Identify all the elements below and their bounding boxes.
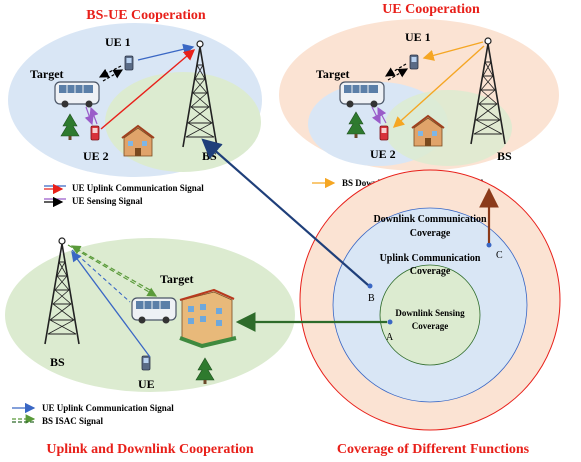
- phone-icon: [90, 125, 100, 141]
- downlink-arrow: [392, 45, 485, 128]
- label-ue: UE: [138, 377, 155, 391]
- outer-label-line1: Downlink Communication: [373, 214, 487, 225]
- inner-label-line2: Coverage: [412, 321, 448, 331]
- downlink-arrow: [422, 41, 484, 61]
- panel-ue-cooperation: UE Cooperation Target UE 1 UE 2 BS BS Do…: [279, 2, 559, 189]
- point-b-label: B: [368, 293, 375, 304]
- sensing-arrow: [102, 69, 124, 82]
- sensing-arrow: [387, 68, 409, 81]
- outer-label-line2: Coverage: [410, 228, 451, 239]
- label-bs: BS: [50, 355, 65, 369]
- inner-label-line1: Downlink Sensing: [395, 308, 465, 318]
- label-target: Target: [160, 272, 194, 286]
- title-ue-cooperation: UE Cooperation: [382, 2, 480, 17]
- sensing-arrow: [384, 63, 407, 77]
- sensing-arrow: [84, 106, 94, 126]
- bus-icon: [54, 81, 100, 109]
- label-ue2: UE 2: [83, 149, 109, 163]
- label-ue2: UE 2: [370, 147, 396, 161]
- label-ue1: UE 1: [105, 35, 131, 49]
- phone-icon: [141, 355, 151, 371]
- uplink-dashed-line: [71, 249, 131, 303]
- legend-uplink-text: UE Uplink Communication Signal: [72, 183, 204, 193]
- bus-icon: [339, 81, 385, 109]
- phone-icon: [409, 54, 419, 70]
- downlink-sensing-coverage: [379, 264, 481, 366]
- mid-label-line1: Uplink Communication: [380, 253, 481, 264]
- point-c: [486, 242, 492, 248]
- sensing-arrow: [371, 106, 381, 125]
- uplink-arrow: [100, 49, 196, 130]
- ue2-coverage-ellipse: [384, 90, 512, 166]
- mid-label-line2: Coverage: [410, 266, 451, 277]
- panel-bs-ue-cooperation: BS-UE Cooperation Target UE 1 UE 2 BS UE…: [8, 8, 262, 208]
- panel-uplink-downlink-cooperation: Uplink and Downlink Cooperation Target U…: [5, 237, 295, 457]
- legend-uplink-text: UE Uplink Communication Signal: [42, 403, 174, 413]
- isac-arrow: [67, 244, 158, 297]
- title-uplink-downlink: Uplink and Downlink Cooperation: [46, 442, 254, 457]
- title-bs-ue-cooperation: BS-UE Cooperation: [86, 8, 206, 23]
- point-c-label: C: [496, 250, 503, 261]
- label-ue1: UE 1: [405, 30, 431, 44]
- phone-icon: [379, 125, 389, 141]
- legend-isac-text: BS ISAC Signal: [42, 416, 104, 426]
- label-bs: BS: [497, 149, 512, 163]
- panel-coverage: Downlink Communication Coverage Uplink C…: [299, 169, 561, 457]
- point-a-label: A: [386, 332, 394, 343]
- point-b: [367, 283, 373, 289]
- uplink-arrow: [71, 250, 151, 358]
- title-coverage: Coverage of Different Functions: [337, 442, 530, 457]
- legend-sensing-text: UE Sensing Signal: [72, 196, 143, 206]
- label-target: Target: [30, 67, 64, 81]
- sensing-arrow: [377, 106, 387, 124]
- point-a: [387, 319, 393, 325]
- isac-arrow: [70, 245, 151, 291]
- bus-icon: [131, 297, 177, 325]
- label-target: Target: [316, 67, 350, 81]
- ue-coverage-ellipse: [105, 72, 261, 172]
- phone-icon: [124, 55, 134, 71]
- apartment-icon: [179, 288, 237, 349]
- connector-b-to-bs-ue: [201, 138, 369, 286]
- sensing-arrow: [98, 65, 122, 78]
- sensing-arrow: [89, 106, 99, 125]
